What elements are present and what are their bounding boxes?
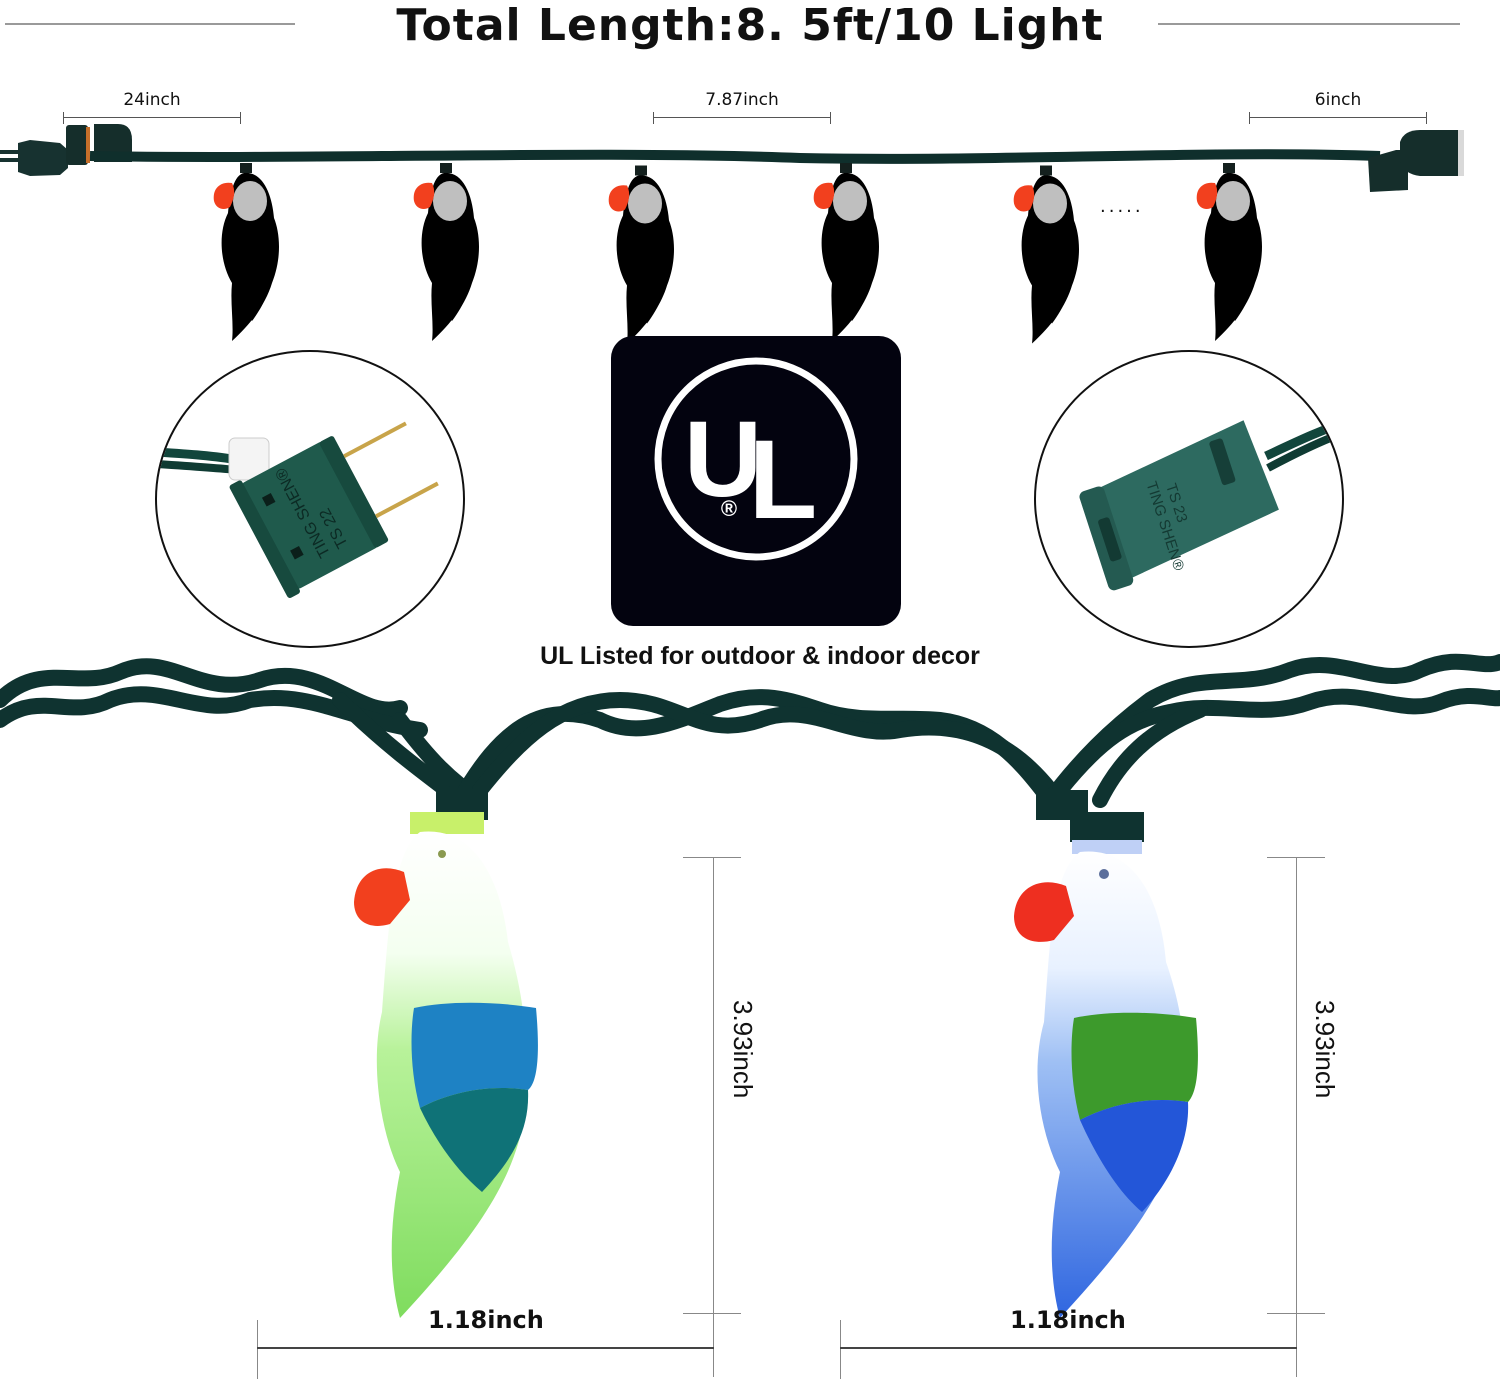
ul-letter-u: U	[684, 398, 762, 519]
height-dimension-line	[1296, 857, 1297, 1377]
dimension-tick	[240, 112, 241, 124]
height-dimension-line	[713, 857, 714, 1377]
dimension-tick	[653, 112, 654, 124]
dimension-label: 24inch	[123, 90, 181, 110]
ul-registered-mark: ®	[721, 496, 737, 521]
dimension-line	[1249, 117, 1427, 118]
socket-icon: TING SHEN® TS 23	[1079, 418, 1342, 591]
width-dimension-left-tick	[257, 1320, 258, 1379]
height-label-green: 3.93inch	[728, 1000, 758, 1099]
dimension-tick	[1426, 112, 1427, 124]
page-title: Total Length:8. 5ft/10 Light	[396, 0, 1104, 51]
top-light-string	[0, 124, 1464, 192]
plug-icon: TING SHEN® TS 22	[157, 421, 439, 598]
width-dimension-line	[257, 1347, 714, 1349]
width-label-blue: 1.18inch	[1010, 1306, 1126, 1334]
height-dimension-top-tick	[683, 857, 741, 858]
width-dimension-line	[840, 1347, 1297, 1349]
width-dimension-left-tick	[840, 1320, 841, 1379]
ul-letter-l: L	[749, 417, 817, 542]
detail-bulb-green	[354, 812, 538, 1318]
twisted-cord	[0, 653, 1500, 820]
dimension-label: 7.87inch	[705, 90, 779, 110]
dimension-line	[653, 117, 831, 118]
socket-closeup: TING SHEN® TS 23	[1034, 350, 1344, 648]
detail-bulb-blue	[1014, 812, 1198, 1318]
dimension-tick	[1249, 112, 1250, 124]
ul-logo-icon: U L ®	[654, 357, 858, 561]
string-bulb-yellow: .y2 .p-body{fill:#f3f1a8}.y2 .p-wing1{fi…	[1193, 163, 1273, 343]
dimension-plug-to-first-bulb: 24inch	[63, 90, 241, 124]
string-bulb-green: .g1 .p-body{fill:#a5ef82}.g1 .p-wing1{fi…	[410, 163, 490, 343]
dimension-label: 6inch	[1314, 90, 1362, 110]
string-bulb-green: .g2 .p-body{fill:#a5ef82}.g2 .p-wing1{fi…	[810, 163, 890, 343]
ul-listed-caption: UL Listed for outdoor & indoor decor	[540, 642, 980, 670]
height-label-blue: 3.93inch	[1310, 1000, 1340, 1099]
dimension-tick	[830, 112, 831, 124]
height-dimension-bottom-tick	[683, 1313, 741, 1314]
string-bulb-yellow: .y1 .p-body{fill:#f3f1a8}.y1 .p-wing1{fi…	[210, 163, 290, 343]
title-rule-right	[1158, 23, 1460, 25]
string-bulb-blue: .b2 .p-body{fill:#9ec0f4}.b2 .p-wing1{fi…	[1010, 163, 1090, 348]
width-label-green: 1.18inch	[428, 1306, 544, 1334]
dimension-bulb-spacing: 7.87inch	[653, 90, 831, 124]
plug-closeup: TING SHEN® TS 22	[155, 350, 465, 648]
title-rule-left	[5, 23, 295, 25]
dimension-line	[63, 117, 241, 118]
dimension-tick	[63, 112, 64, 124]
ul-certified-label: CERTIFIED	[653, 898, 859, 939]
string-bulb-blue: .b1 .p-body{fill:#9ec0f4}.b1 .p-wing1{fi…	[605, 163, 685, 348]
height-dimension-bottom-tick	[1267, 1313, 1325, 1314]
more-bulbs-ellipsis: .....	[1100, 196, 1144, 217]
ul-certified-badge: U L ® CERTIFIED	[611, 336, 901, 939]
dimension-last-bulb-to-end: 6inch	[1249, 90, 1427, 124]
